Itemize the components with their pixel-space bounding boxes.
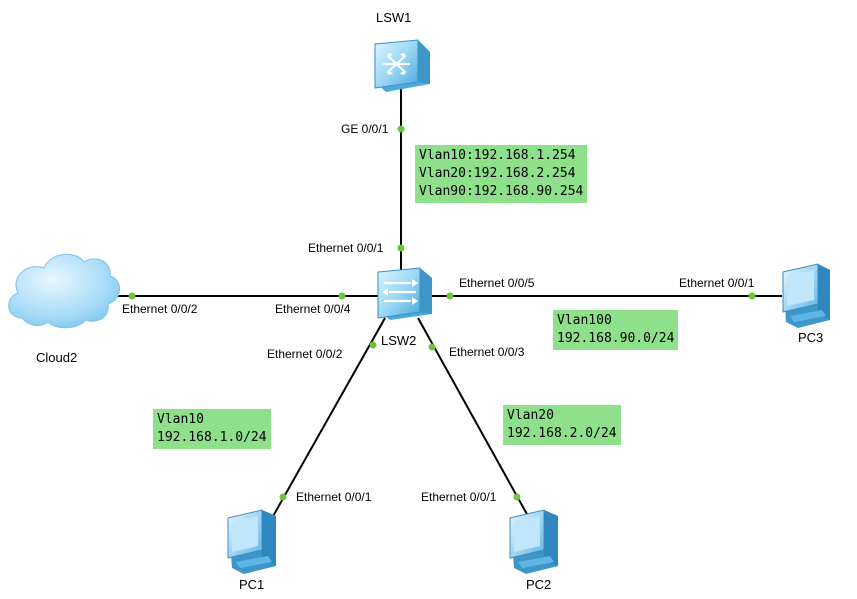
note-vlan20-subnet: 192.168.2.0/24 [507,426,617,441]
cloud2-name: Cloud2 [36,350,78,365]
port-label-lsw2-e003: Ethernet 0/0/3 [449,345,525,359]
note-vlan10: Vlan10 192.168.1.0/24 [153,409,271,449]
note-gateway-vlan10: Vlan10:192.168.1.254 [419,148,576,163]
lsw2-switch-icon[interactable] [377,267,432,320]
port-label-cloud2-e002: Ethernet 0/0/2 [122,302,198,316]
note-vlan20: Vlan20 192.168.2.0/24 [503,405,621,445]
note-vlan10-subnet: 192.168.1.0/24 [157,430,267,445]
pc3-computer-icon[interactable] [782,263,830,328]
note-gateway-vlan90: Vlan90:192.168.90.254 [419,184,584,199]
port-dot [338,292,346,300]
note-vlan100-name: Vlan100 [557,313,612,328]
port-dot [369,341,377,349]
note-vlan100-subnet: 192.168.90.0/24 [557,331,675,346]
lsw2-name: LSW2 [381,333,417,348]
port-dot [748,292,756,300]
port-label-lsw2-e005: Ethernet 0/0/5 [459,276,535,290]
cloud2-cloud-icon[interactable] [8,253,120,329]
port-dots [128,125,756,501]
pc1-name: PC1 [239,577,265,592]
port-label-lsw2-e002: Ethernet 0/0/2 [267,347,343,361]
link-lsw2-pc2[interactable] [417,317,529,517]
note-vlan20-name: Vlan20 [507,408,554,423]
note-vlan10-name: Vlan10 [157,412,204,427]
pc1-computer-icon[interactable] [227,509,276,574]
port-dot [397,125,405,133]
note-vlan100: Vlan100 192.168.90.0/24 [553,310,679,350]
link-lsw2-pc1[interactable] [271,317,386,519]
note-gateway-vlan20: Vlan20:192.168.2.254 [419,166,576,181]
port-label-pc1-e001: Ethernet 0/0/1 [296,490,372,504]
port-dot [279,493,287,501]
port-dot [446,292,454,300]
lsw1-name: LSW1 [376,10,412,25]
pc2-name: PC2 [526,577,552,592]
port-dot [397,244,405,252]
port-dot [128,292,136,300]
pc3-name: PC3 [798,330,824,345]
port-label-lsw2-e001: Ethernet 0/0/1 [308,241,384,255]
port-dot [428,343,436,351]
port-dot [513,493,521,501]
port-label-pc3-e001: Ethernet 0/0/1 [679,276,755,290]
port-label-pc2-e001: Ethernet 0/0/1 [421,490,497,504]
pc2-computer-icon[interactable] [509,509,558,574]
lsw1-switch-icon[interactable] [374,39,430,92]
note-gateways: Vlan10:192.168.1.254 Vlan20:192.168.2.25… [415,145,588,203]
port-label-lsw1-ge001: GE 0/0/1 [341,122,389,136]
links [110,88,782,519]
port-label-lsw2-e004: Ethernet 0/0/4 [275,302,351,316]
